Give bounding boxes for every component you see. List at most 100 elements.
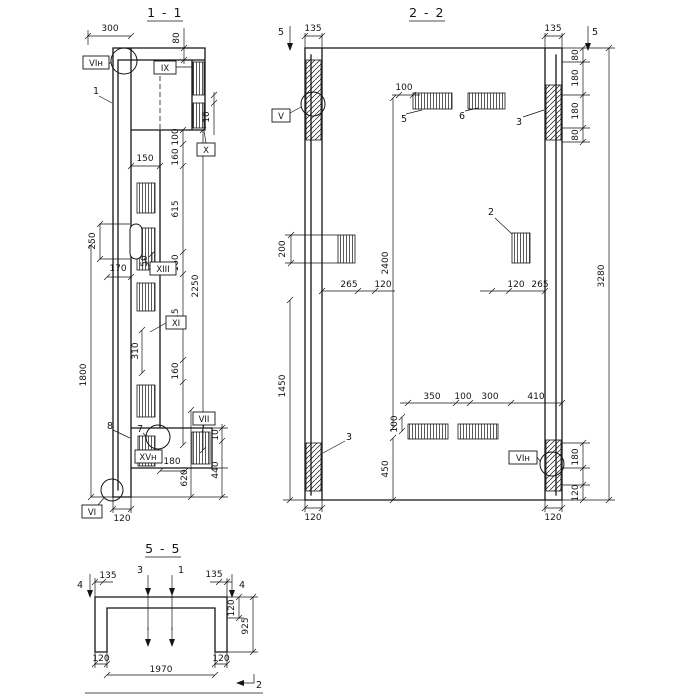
dim-80-top: 80 <box>571 129 581 141</box>
hatch-block <box>457 423 499 440</box>
section-arrow <box>169 588 175 596</box>
dim-300: 300 <box>101 24 118 34</box>
item-8: 8 <box>107 421 113 432</box>
mark-box <box>196 142 216 157</box>
dim-180-top: 180 <box>571 102 581 119</box>
section-5-5-title: 5 - 5 <box>145 541 181 556</box>
section-arrow <box>229 590 235 598</box>
dim-180: 180 <box>163 457 180 467</box>
dim-250: 250 <box>88 232 98 249</box>
cut-mark-5-left: 5 <box>278 27 284 38</box>
item-6: 6 <box>459 111 465 122</box>
mark-box <box>508 450 538 465</box>
dimensions-1-1: 300 80 10 150 100 160 615 160 615 160 25… <box>79 24 228 524</box>
position-marks-2-2: V VIн 5 6 3 2 3 <box>271 106 545 465</box>
dim-180-top: 180 <box>571 69 581 86</box>
hatch-block <box>192 102 205 129</box>
dim-265-left: 265 <box>340 280 357 290</box>
dim-120-left: 120 <box>374 280 391 290</box>
mark-vi-lower: VIн <box>89 59 103 69</box>
item-2: 2 <box>488 207 494 218</box>
dim-310: 310 <box>131 342 141 359</box>
dim-50: 50 <box>140 255 150 267</box>
section-arrow <box>287 43 293 51</box>
dim-120-right: 120 <box>507 280 524 290</box>
dimensions-2-2: 135 135 5 5 80 180 180 80 3280 200 2400 … <box>278 24 615 523</box>
dim-180-bottom: 180 <box>571 448 581 465</box>
detail-circle <box>300 91 326 117</box>
dim-150: 150 <box>136 154 153 164</box>
dim-1800: 1800 <box>79 363 89 386</box>
cut-mark-1: 1 <box>178 565 184 576</box>
hatch-block <box>192 61 205 96</box>
section-arrow <box>145 588 151 596</box>
mark-xv-lower: XVн <box>139 453 156 463</box>
hatch-band <box>305 59 322 141</box>
hatch-block <box>511 232 531 264</box>
dim-135-right: 135 <box>205 570 222 580</box>
dim-10: 10 <box>202 111 212 123</box>
mark-vi: VI <box>88 508 96 518</box>
dim-925: 925 <box>241 617 251 634</box>
dim-450: 450 <box>381 460 391 477</box>
mark-vi-lower: VIн <box>516 454 530 464</box>
dim-120-bottom: 120 <box>571 484 581 501</box>
hatch-block <box>136 282 156 312</box>
section-5-5: 5 - 5 135 135 4 4 3 1 120 925 120 <box>77 541 263 694</box>
dim-100: 100 <box>454 392 471 402</box>
mark-box <box>81 504 103 519</box>
hatch-block <box>407 423 449 440</box>
mark-box <box>153 60 177 75</box>
mark-xi: XI <box>172 319 180 329</box>
dim-120-leg: 120 <box>227 599 237 616</box>
dim-350: 350 <box>423 392 440 402</box>
mark-box <box>271 108 291 123</box>
section-arrow <box>145 639 151 647</box>
lifting-slot <box>129 223 143 260</box>
dim-200: 200 <box>278 240 288 257</box>
mark-xiii: XIII <box>156 265 169 275</box>
dim-chain-100: 100 <box>171 128 181 145</box>
hatch-block <box>467 92 506 110</box>
dim-1450: 1450 <box>278 374 288 397</box>
mark-x: X <box>203 146 209 156</box>
cut-mark-4-left: 4 <box>77 580 83 591</box>
item-3-bottom: 3 <box>346 432 352 443</box>
section-arrow <box>87 590 93 598</box>
section-1-1: 1 - 1 300 80 10 <box>79 5 228 524</box>
position-marks-1-1: VIн IX X XIII XI VII XVн VI 1 8 7 <box>81 55 216 519</box>
dim-120-bottom-right: 120 <box>544 513 561 523</box>
item-3-top: 3 <box>516 117 522 128</box>
mark-box <box>134 449 163 464</box>
dim-135-right: 135 <box>544 24 561 34</box>
dim-80: 80 <box>172 32 182 44</box>
section-2-2: 2 - 2 135 135 5 5 80 <box>271 5 615 523</box>
dim-120: 120 <box>113 514 130 524</box>
mark-box <box>82 55 110 70</box>
detail-circle <box>100 478 124 502</box>
dim-3280: 3280 <box>597 264 607 287</box>
mark-box <box>149 261 177 276</box>
dim-chain-160: 160 <box>171 148 181 165</box>
dim-chain-615: 615 <box>171 200 181 217</box>
hatch-block <box>337 234 356 264</box>
dim-2250: 2250 <box>191 274 201 297</box>
section-1-1-title: 1 - 1 <box>147 5 183 20</box>
dimensions-5-5: 135 135 4 4 3 1 120 925 120 120 1970 2 <box>77 565 262 691</box>
cut-mark-2: 2 <box>256 680 262 691</box>
item-5: 5 <box>401 114 407 125</box>
item-1: 1 <box>93 86 99 97</box>
hatch-block <box>136 384 156 418</box>
panel-edge-outline <box>112 47 213 498</box>
hatch-block <box>191 431 211 465</box>
hatch-block <box>136 182 156 214</box>
dim-265-right: 265 <box>531 280 548 290</box>
mark-box <box>192 411 216 426</box>
dim-170: 170 <box>109 264 126 274</box>
mark-vii: VII <box>199 415 210 425</box>
hatch-band <box>545 439 562 492</box>
channel-outline <box>94 596 228 653</box>
detail-circle <box>145 424 171 450</box>
detail-circle <box>539 451 565 477</box>
